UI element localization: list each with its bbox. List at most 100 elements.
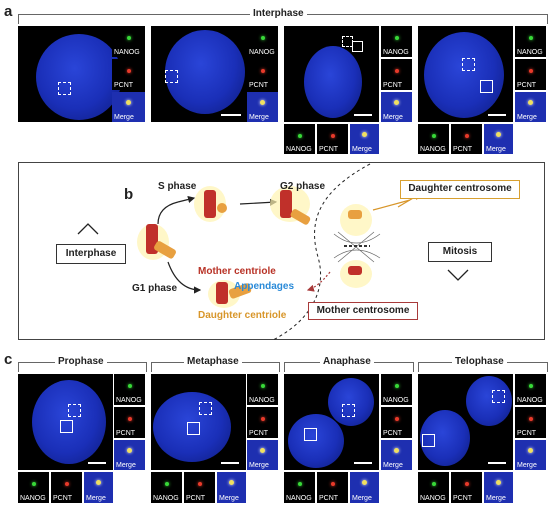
nanog-tile: NANOG	[247, 26, 278, 57]
merge-tile: Merge	[112, 92, 145, 122]
merge-tile: Merge	[247, 440, 278, 470]
interphase-cell-4-image	[418, 26, 513, 122]
telophase-header: Telophase	[452, 356, 507, 367]
roi-box	[422, 434, 435, 447]
pcnt-tile: PCNT	[247, 59, 278, 90]
pcnt-tile: PCNT	[451, 472, 482, 503]
merge-tile: Merge	[350, 124, 379, 154]
phase-boundary-line	[272, 163, 371, 340]
g1-to-s-arrow	[157, 201, 179, 225]
g1-phase-label: G1 phase	[132, 283, 178, 294]
merge-tile: Merge	[350, 472, 379, 503]
anaphase-cell-image	[284, 374, 379, 470]
g1-centriole-icon	[137, 224, 176, 260]
nanog-tile: NANOG	[284, 472, 315, 503]
merge-tile: Merge	[484, 124, 513, 154]
pcnt-tile: PCNT	[247, 407, 278, 438]
roi-box	[462, 58, 475, 71]
nanog-tile: NANOG	[381, 26, 412, 57]
s-to-g2-arrow	[239, 198, 278, 206]
mother-centriole-label: Mother centriole	[198, 266, 276, 277]
interphase-header: Interphase	[250, 8, 307, 19]
prophase-header: Prophase	[55, 356, 107, 367]
scale-bar	[88, 462, 106, 464]
chevron-down-icon	[447, 269, 469, 281]
nanog-tile: NANOG	[18, 472, 49, 503]
roi-box	[492, 390, 505, 403]
merge-tile: Merge	[381, 92, 412, 122]
mitotic-spindle-icon	[333, 204, 381, 288]
appendages-label: Appendages	[234, 281, 295, 292]
merge-tile: Merge	[484, 472, 513, 503]
pcnt-tile: PCNT	[114, 407, 145, 438]
nanog-tile: NANOG	[284, 124, 315, 154]
merge-tile: Merge	[217, 472, 246, 503]
nanog-tile: NANOG	[114, 374, 145, 405]
daughter-arrow	[372, 199, 411, 211]
merge-tile: Merge	[114, 440, 145, 470]
panel-letter-c: c	[4, 351, 13, 368]
mother-arrow	[306, 271, 331, 292]
to-g1-arrow	[167, 261, 202, 294]
roi-box	[342, 404, 355, 417]
pcnt-tile: PCNT	[451, 124, 482, 154]
roi-box	[199, 402, 212, 415]
pcnt-tile: PCNT	[317, 124, 348, 154]
merge-tile: Merge	[515, 440, 546, 470]
scale-bar	[354, 114, 372, 116]
nanog-tile: NANOG	[418, 472, 449, 503]
metaphase-header: Metaphase	[184, 356, 242, 367]
s-phase-centriole-icon	[194, 186, 227, 222]
panel-letter-a: a	[4, 3, 13, 20]
scale-bar	[221, 462, 239, 464]
roi-box	[187, 422, 200, 435]
mitosis-label: Mitosis	[428, 242, 492, 262]
merge-tile: Merge	[84, 472, 113, 503]
merge-tile: Merge	[515, 92, 546, 122]
prophase-cell-image	[18, 374, 113, 470]
pcnt-tile: PCNT	[51, 472, 82, 503]
mother-centrosome-label: Mother centrosome	[308, 302, 418, 320]
scale-bar	[488, 114, 506, 116]
roi-box	[165, 70, 178, 83]
merge-tile: Merge	[247, 92, 278, 122]
anaphase-header: Anaphase	[320, 356, 374, 367]
pcnt-tile: PCNT	[112, 59, 145, 90]
pcnt-tile: PCNT	[381, 59, 412, 90]
chevron-up-icon	[77, 223, 99, 235]
nanog-tile: NANOG	[112, 26, 145, 57]
s-phase-label: S phase	[158, 181, 197, 192]
nanog-tile: NANOG	[247, 374, 278, 405]
pcnt-tile: PCNT	[515, 59, 546, 90]
pcnt-tile: PCNT	[184, 472, 215, 503]
roi-box	[68, 404, 81, 417]
pcnt-tile: PCNT	[515, 407, 546, 438]
roi-box	[352, 41, 363, 52]
nanog-tile: NANOG	[151, 472, 182, 503]
nanog-tile: NANOG	[515, 26, 546, 57]
daughter-centrosome-label: Daughter centrosome	[400, 180, 520, 199]
g1-bottom-centriole-icon	[208, 280, 252, 308]
g2-centriole-icon	[270, 186, 311, 225]
diagram-graphics	[77, 163, 469, 340]
pcnt-tile: PCNT	[317, 472, 348, 503]
interphase-label: Interphase	[56, 244, 126, 264]
panel-letter-b: b	[124, 186, 134, 203]
scale-bar	[354, 462, 372, 464]
merge-tile: Merge	[381, 440, 412, 470]
telophase-cell-image	[418, 374, 513, 470]
nanog-tile: NANOG	[418, 124, 449, 154]
scale-bar	[488, 462, 506, 464]
metaphase-cell-image	[151, 374, 246, 470]
pcnt-tile: PCNT	[381, 407, 412, 438]
roi-box	[60, 420, 73, 433]
roi-box	[304, 428, 317, 441]
scale-bar	[221, 114, 241, 116]
roi-box	[58, 82, 71, 95]
nanog-tile: NANOG	[381, 374, 412, 405]
g2-phase-label: G2 phase	[280, 181, 326, 192]
nanog-tile: NANOG	[515, 374, 546, 405]
interphase-cell-3-image	[284, 26, 379, 122]
daughter-centriole-label: Daughter centriole	[198, 310, 287, 321]
roi-box	[480, 80, 493, 93]
